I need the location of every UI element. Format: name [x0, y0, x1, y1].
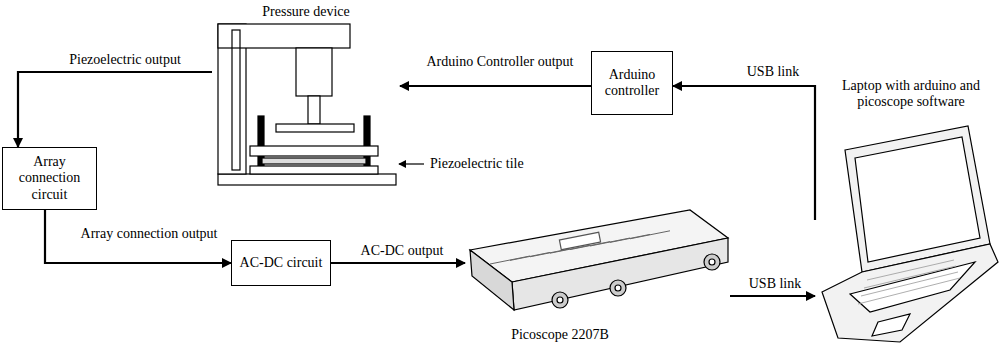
- piezoelectric-tile: [262, 158, 366, 164]
- edge-label: USB link: [734, 276, 816, 291]
- keyboard-row: [861, 272, 958, 296]
- box-label: Array connection circuit: [7, 154, 92, 202]
- box-label: Arduino controller: [596, 67, 668, 99]
- circuit-box: AC-DC circuit: [231, 240, 331, 286]
- keyboard-row: [867, 260, 954, 280]
- controller-box: Arduino controller: [591, 51, 673, 115]
- box-label: AC-DC circuit: [240, 255, 323, 271]
- signal-arrow: [400, 85, 591, 87]
- vent-slot: [630, 231, 670, 239]
- edge-label: Piezoelectric output: [48, 52, 202, 67]
- edge-label: Array connection output: [72, 226, 226, 241]
- laptop-drawing: [822, 126, 998, 342]
- device-label: Laptop with arduino and picoscope softwa…: [825, 78, 997, 110]
- device-label: Pressure device: [212, 4, 400, 20]
- edge-label: AC-DC output: [340, 243, 464, 258]
- device-label: Picoscope 2207B: [495, 327, 625, 343]
- signal-arrow: [18, 72, 212, 147]
- pressure-device-drawing: [218, 24, 396, 185]
- keyboard-row: [864, 266, 956, 288]
- signal-arrow: [730, 295, 815, 297]
- edge-label: USB link: [732, 64, 814, 79]
- edge-label: Arduino Controller output: [418, 54, 582, 69]
- picoscope-drawing: [470, 210, 728, 310]
- keyboard-row: [858, 278, 960, 304]
- laptop: Laptop with arduino and picoscope softwa…: [815, 70, 1000, 350]
- signal-arrow: [45, 210, 231, 263]
- part-label: Piezoelectric tile: [428, 156, 526, 171]
- signal-arrow: [331, 262, 465, 264]
- leader-line: [399, 163, 424, 164]
- pressure-device: Pressure device: [212, 2, 400, 188]
- circuit-box: Array connection circuit: [2, 147, 97, 210]
- oscilloscope: Picoscope 2207B: [465, 205, 730, 350]
- signal-arrow: [673, 86, 815, 220]
